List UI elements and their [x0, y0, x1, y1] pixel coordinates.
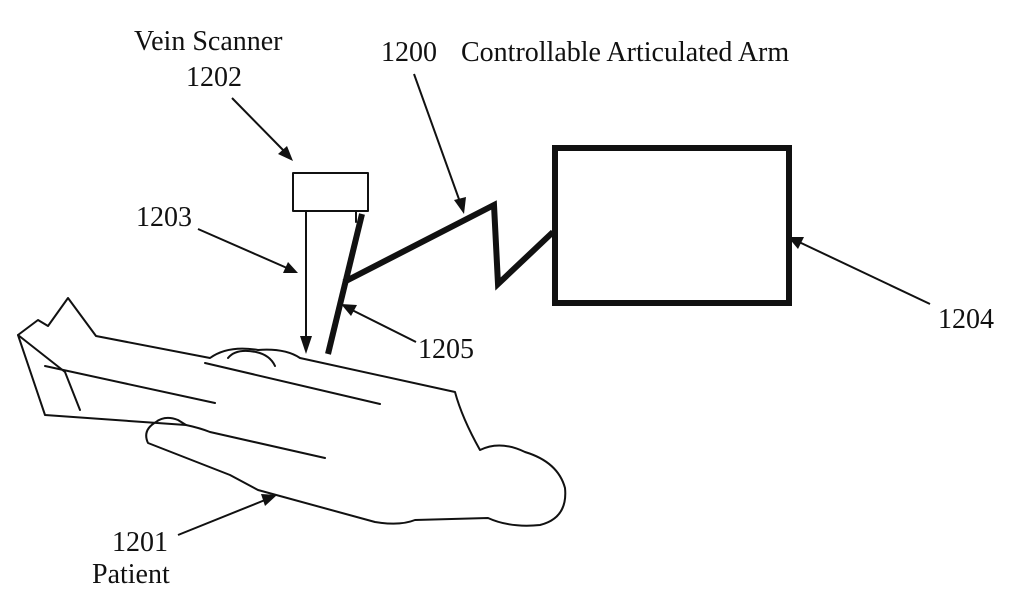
patient-name-label: Patient [92, 559, 170, 590]
leader-arrow-1205 [341, 304, 417, 343]
controller-ref-label: 1204 [938, 304, 994, 335]
arm-name-label: Controllable Articulated Arm [461, 37, 789, 68]
beam-ref-label: 1203 [136, 202, 192, 233]
articulated-arm [342, 200, 556, 291]
vein-scanner-ref-label: 1202 [186, 62, 242, 93]
leader-arrow-1203 [197, 228, 298, 273]
leader-arrow-1200 [413, 73, 466, 214]
leader-arrow-1202 [231, 97, 293, 161]
scan-beam-arrow [300, 300, 312, 354]
leader-arrow-1204 [788, 237, 931, 305]
leader-arrow-1201 [177, 494, 277, 536]
vein-scanner-box [292, 172, 369, 212]
arm-ref-label: 1200 [381, 37, 437, 68]
controller-box [552, 145, 792, 306]
vein-scanner-label: Vein Scanner [134, 26, 283, 57]
patient-figure [17, 297, 567, 527]
probe-needle [325, 213, 365, 355]
patient-ref-label: 1201 [112, 527, 168, 558]
probe-ref-label: 1205 [418, 334, 474, 365]
